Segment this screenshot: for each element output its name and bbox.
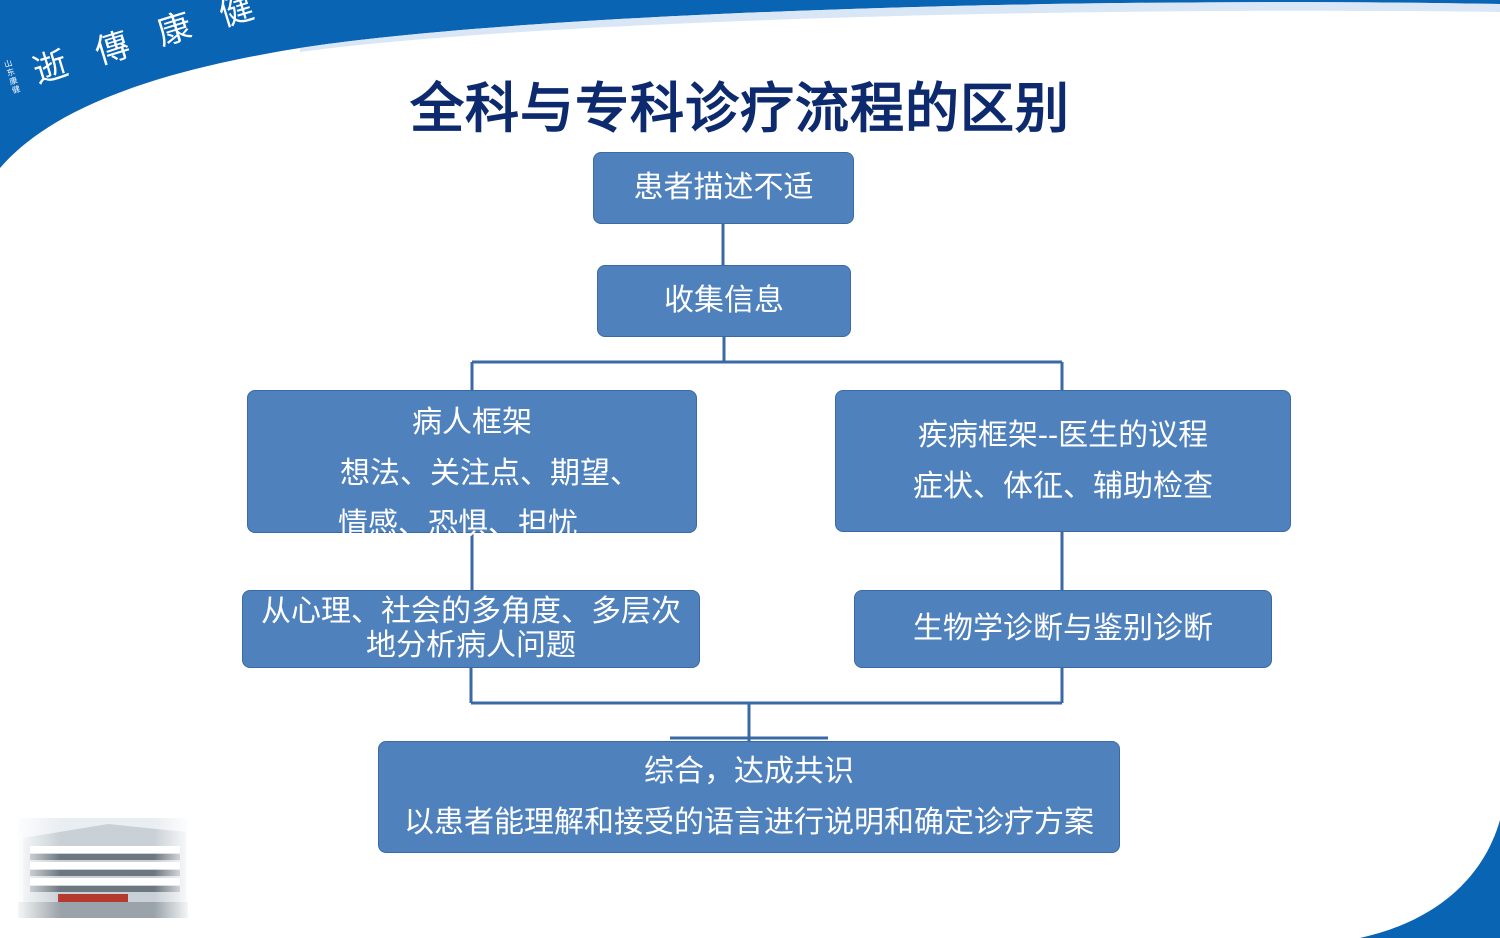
synthesis-line: 以患者能理解和接受的语言进行说明和确定诊疗方案 [404, 805, 1094, 840]
slide-title: 全科与专科诊疗流程的区别 [410, 77, 1070, 140]
synthesis-heading: 综合，达成共识 [644, 754, 854, 789]
flow-step-psychosocial-analysis: 从心理、社会的多角度、多层次 地分析病人问题 [242, 590, 700, 668]
flow-step-label: 患者描述不适 [633, 170, 814, 206]
flow-step-patient-complaint: 患者描述不适 [593, 152, 854, 224]
flow-step-collect-info: 收集信息 [597, 265, 851, 337]
flow-step-patient-frame: 病人框架 想法、关注点、期望、 情感、恐惧、担忧 [247, 390, 697, 542]
disease-frame-line: 症状、体征、辅助检查 [913, 469, 1213, 504]
flow-step-label: 收集信息 [664, 283, 784, 319]
patient-frame-heading: 病人框架 [412, 405, 532, 440]
flow-step-synthesis: 综合，达成共识 以患者能理解和接受的语言进行说明和确定诊疗方案 [378, 741, 1120, 853]
hospital-building-photo [18, 818, 188, 918]
psychosocial-line: 从心理、社会的多角度、多层次 [261, 593, 681, 629]
flow-step-disease-frame: 疾病框架--医生的议程 症状、体征、辅助检查 [835, 390, 1291, 532]
flow-step-label: 生物学诊断与鉴别诊断 [913, 611, 1213, 647]
patient-frame-line: 想法、关注点、期望、 [340, 456, 640, 491]
psychosocial-line: 地分析病人问题 [366, 628, 576, 663]
patient-frame-line: 情感、恐惧、担忧 [338, 507, 578, 542]
disease-frame-heading: 疾病框架--医生的议程 [917, 418, 1209, 453]
flow-step-biomedical-diagnosis: 生物学诊断与鉴别诊断 [854, 590, 1272, 668]
